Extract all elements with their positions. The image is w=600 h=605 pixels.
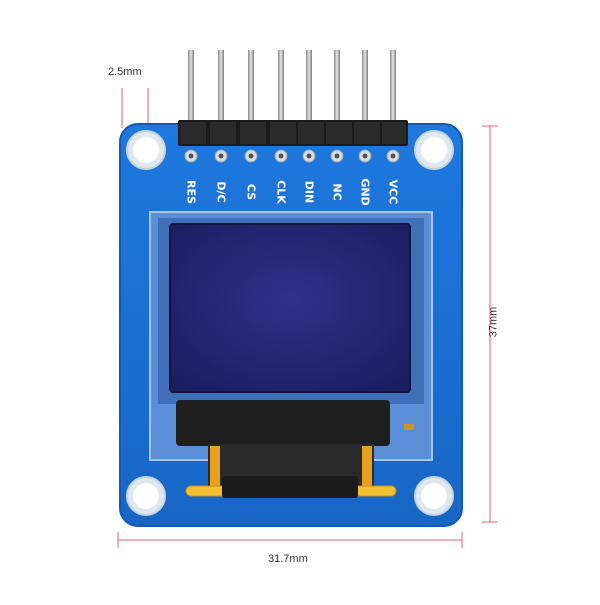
pin-label-res: RES (184, 180, 198, 204)
header-pins (188, 50, 396, 130)
pin-label-gnd: GND (358, 178, 372, 206)
pin-8 (390, 50, 396, 130)
pin-label-nc: NC (330, 183, 344, 201)
pin-label-cs: CS (244, 183, 258, 201)
pin-6 (334, 50, 340, 130)
pin-5 (306, 50, 312, 130)
dimension-board-width: 31.7mm (268, 553, 308, 565)
pin-label-din: DIN (302, 180, 316, 204)
pin-1 (188, 50, 194, 130)
mounting-holes (126, 130, 454, 516)
pin-3 (248, 50, 254, 130)
pin-header-housing (178, 120, 408, 146)
pin-label-clk: CLK (274, 180, 288, 204)
dimension-lines (117, 88, 498, 548)
dimension-pin-spacing: 2.5mm (108, 66, 142, 78)
oled-screen (169, 223, 411, 393)
pin-2 (218, 50, 224, 130)
dimension-board-height: 37mm (487, 306, 500, 338)
pin-4 (278, 50, 284, 130)
pin-label-vcc: VCC (386, 179, 400, 205)
driver-ic-strip (176, 400, 390, 446)
pin-label-dc: D/C (214, 181, 228, 203)
pin-7 (362, 50, 368, 130)
